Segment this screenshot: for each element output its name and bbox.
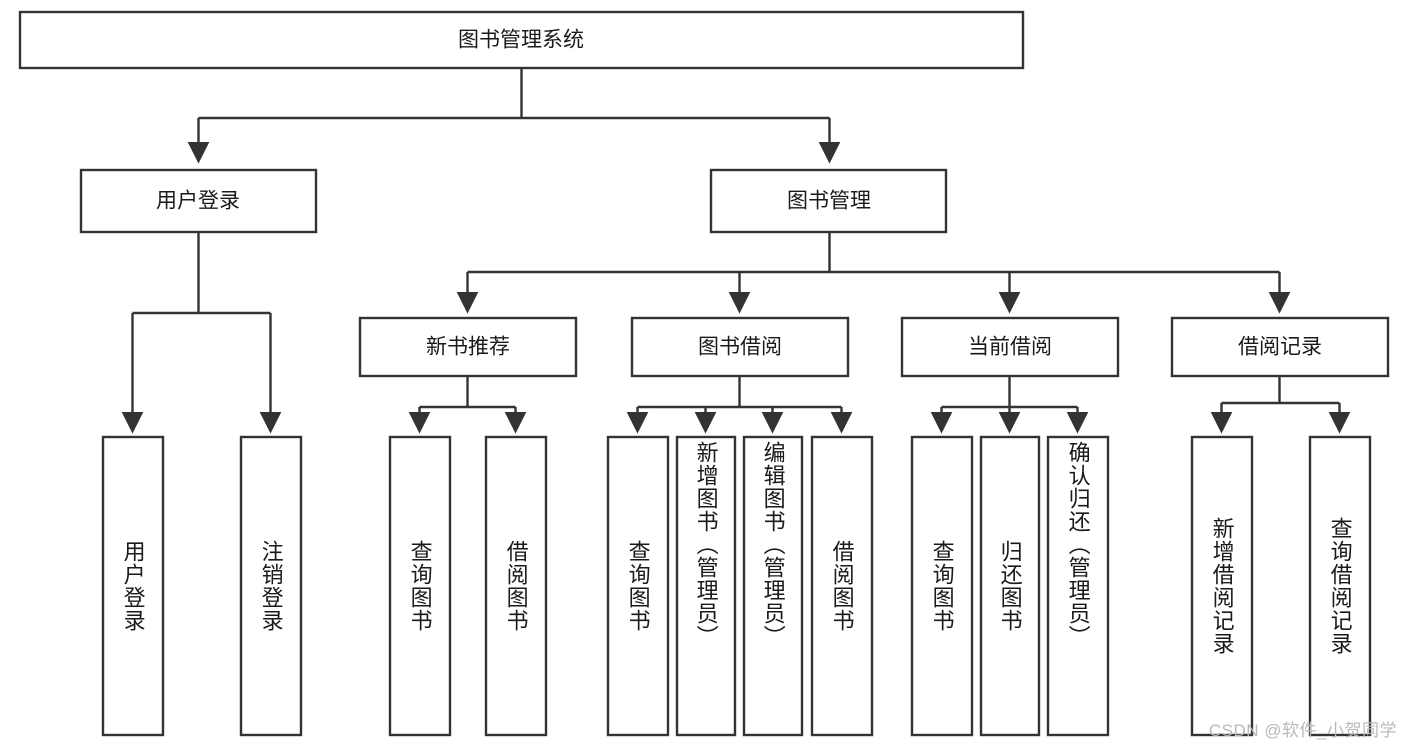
- node-borrow-record[interactable]: 借阅记录: [1170, 316, 1390, 378]
- node-new-book-recommend[interactable]: 新书推荐: [358, 316, 578, 378]
- leaf-query-book-2-box[interactable]: [606, 435, 670, 737]
- leaf-query-book-1-box[interactable]: [388, 435, 452, 737]
- leaf-borrow-book-1-box[interactable]: [484, 435, 548, 737]
- leaf-add-record-box[interactable]: [1190, 435, 1254, 737]
- leaf-user-logout-box[interactable]: [239, 435, 303, 737]
- leaf-boxes: [101, 435, 1372, 737]
- node-book-borrow-box[interactable]: [630, 316, 850, 378]
- node-user-login[interactable]: 用户登录: [79, 168, 318, 234]
- connector-group-root: [187, 68, 841, 164]
- node-book-manage-box[interactable]: [709, 168, 948, 234]
- node-borrow-record-label: 借阅记录: [1238, 336, 1322, 359]
- node-new-book-recommend-label: 新书推荐: [426, 336, 510, 359]
- connector-group-book-manage: [456, 232, 1291, 314]
- leaf-user-login-box[interactable]: [101, 435, 165, 737]
- leaf-return-book-box[interactable]: [979, 435, 1041, 737]
- node-book-borrow[interactable]: 图书借阅: [630, 316, 850, 378]
- connector-group-book-borrow: [626, 376, 853, 434]
- connector-group-current-borrow: [930, 376, 1089, 434]
- node-current-borrow-label: 当前借阅: [968, 336, 1052, 359]
- node-root-box[interactable]: [18, 10, 1025, 70]
- connector-group-user-login: [121, 232, 282, 434]
- connector-group-new-book-recommend: [408, 376, 527, 434]
- node-root-label: 图书管理系统: [458, 29, 584, 52]
- leaf-borrow-book-2-box[interactable]: [810, 435, 874, 737]
- node-current-borrow[interactable]: 当前借阅: [900, 316, 1120, 378]
- node-book-borrow-label: 图书借阅: [698, 336, 782, 359]
- leaf-query-record-box[interactable]: [1308, 435, 1372, 737]
- node-user-login-label: 用户登录: [156, 190, 240, 213]
- node-book-manage-label: 图书管理: [787, 190, 871, 213]
- node-book-manage[interactable]: 图书管理: [709, 168, 948, 234]
- node-borrow-record-box[interactable]: [1170, 316, 1390, 378]
- connector-group-borrow-record: [1210, 376, 1351, 434]
- node-root[interactable]: 图书管理系统: [18, 10, 1025, 70]
- leaf-add-book-box[interactable]: [675, 435, 737, 737]
- node-new-book-recommend-box[interactable]: [358, 316, 578, 378]
- watermark-text: CSDN @软件_小贺同学: [1208, 721, 1397, 740]
- leaf-edit-book-box[interactable]: [742, 435, 804, 737]
- node-user-login-box[interactable]: [79, 168, 318, 234]
- node-current-borrow-box[interactable]: [900, 316, 1120, 378]
- leaf-confirm-return-box[interactable]: [1046, 435, 1110, 737]
- leaf-query-book-3-box[interactable]: [910, 435, 974, 737]
